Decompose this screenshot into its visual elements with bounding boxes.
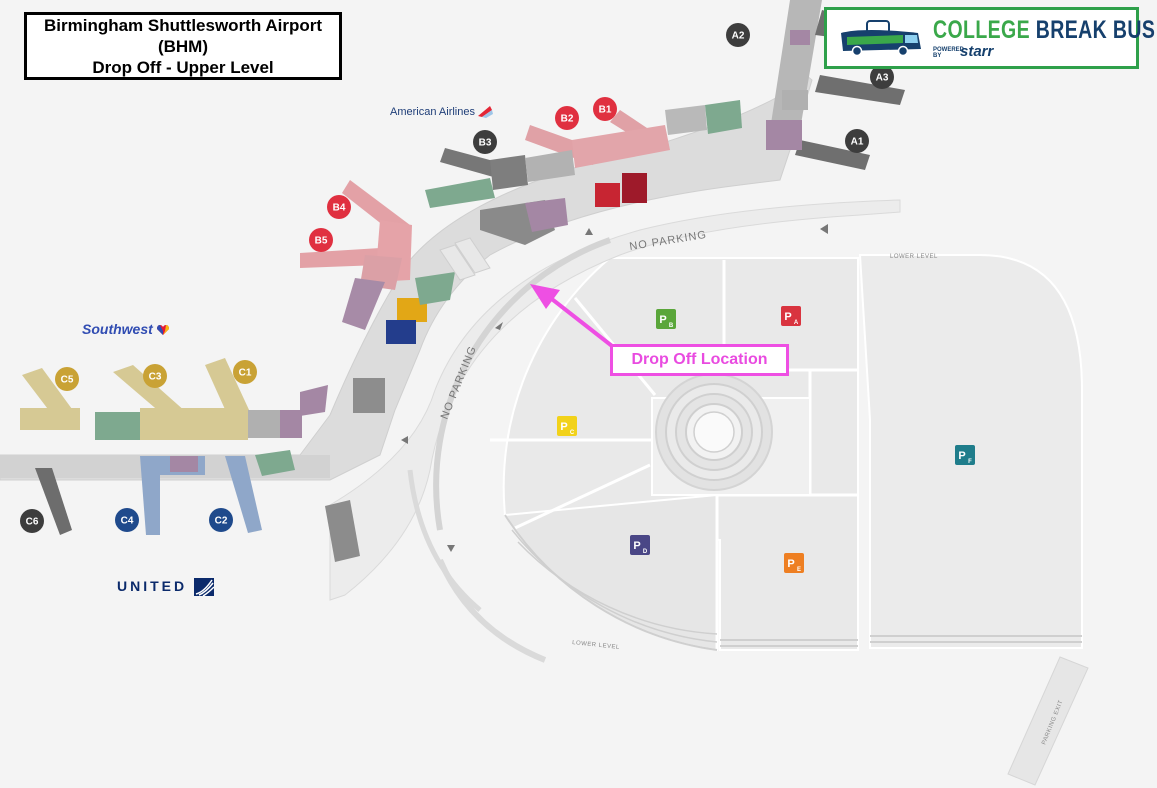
gate-circle bbox=[870, 65, 894, 89]
gate-circle bbox=[115, 508, 139, 532]
gate-circle bbox=[593, 97, 617, 121]
gate-marker-c2: C2 bbox=[209, 508, 233, 532]
parking-lot-letter: E bbox=[797, 567, 801, 573]
united-text: UNITED bbox=[117, 578, 188, 594]
gate-label: B1 bbox=[599, 105, 612, 116]
parking-icon bbox=[781, 306, 801, 326]
gate-marker-b4: B4 bbox=[327, 195, 351, 219]
gate-label: B5 bbox=[315, 236, 328, 247]
parking-letter-p: P bbox=[633, 540, 640, 552]
parking-letter-p: P bbox=[560, 421, 567, 433]
traffic-arrows bbox=[401, 224, 828, 552]
gate-label: C3 bbox=[149, 372, 162, 383]
lower-level-label-bottom: LOWER LEVEL bbox=[572, 640, 620, 651]
terminal-building bbox=[0, 0, 905, 562]
gate-marker-c5: C5 bbox=[55, 367, 79, 391]
gate-marker-c4: C4 bbox=[115, 508, 139, 532]
gate-label: C2 bbox=[215, 516, 228, 527]
parking-letter-p: P bbox=[659, 314, 666, 326]
american-airlines-eagle-icon bbox=[478, 106, 494, 119]
map-title-box: Birmingham Shuttlesworth Airport (BHM) D… bbox=[24, 12, 342, 80]
gate-label: C4 bbox=[121, 516, 134, 527]
parking-icon bbox=[656, 309, 676, 329]
lower-level-label-top: LOWER LEVEL bbox=[890, 254, 938, 260]
parking-icon bbox=[784, 553, 804, 573]
american-airlines-text: American Airlines bbox=[390, 106, 475, 118]
parking-icon bbox=[630, 535, 650, 555]
dropoff-arrow bbox=[530, 284, 614, 348]
gate-marker-b2: B2 bbox=[555, 106, 579, 130]
dropoff-location-label: Drop Off Location bbox=[610, 344, 789, 376]
college-break-bus-logo: COLLEGE BREAK BUS POWERED BY starr bbox=[824, 7, 1155, 69]
gate-label: A1 bbox=[851, 137, 864, 148]
gate-marker-a2: A2 bbox=[726, 23, 750, 47]
logo-brand-name: COLLEGE BREAK BUS bbox=[933, 16, 1155, 45]
gate-circle bbox=[327, 195, 351, 219]
southwest-text: Southwest bbox=[82, 321, 153, 337]
american-airlines-label: American Airlines bbox=[390, 106, 494, 119]
title-airport-code: (BHM) bbox=[157, 36, 209, 56]
parking-lot-letter: A bbox=[794, 320, 799, 326]
gate-circle bbox=[20, 509, 44, 533]
bus-icon bbox=[841, 20, 921, 57]
gate-marker-a3: A3 bbox=[870, 65, 894, 89]
gate-marker-b5: B5 bbox=[309, 228, 333, 252]
gate-circle bbox=[233, 360, 257, 384]
parking-lot-letter: D bbox=[643, 549, 648, 555]
gate-circle bbox=[143, 364, 167, 388]
united-globe-icon bbox=[194, 578, 215, 597]
parking-icon bbox=[955, 445, 975, 465]
gate-circle bbox=[845, 129, 869, 153]
gate-circle bbox=[209, 508, 233, 532]
gate-label: A3 bbox=[876, 73, 889, 84]
gate-circle bbox=[473, 130, 497, 154]
gate-circle bbox=[555, 106, 579, 130]
gate-label: A2 bbox=[732, 31, 745, 42]
parking-lot-letter: C bbox=[570, 430, 575, 436]
southwest-heart-icon bbox=[156, 325, 169, 336]
gate-label: C6 bbox=[26, 517, 39, 528]
gate-circle bbox=[55, 367, 79, 391]
southwest-label: Southwest bbox=[82, 321, 169, 337]
united-label: UNITED bbox=[117, 578, 215, 597]
parking-letter-p: P bbox=[958, 450, 965, 462]
parking-letter-p: P bbox=[784, 311, 791, 323]
gate-marker-c1: C1 bbox=[233, 360, 257, 384]
gate-label: B2 bbox=[561, 114, 574, 125]
gate-marker-a1: A1 bbox=[845, 129, 869, 153]
gate-label: B3 bbox=[479, 138, 492, 149]
parking-icon bbox=[557, 416, 577, 436]
title-airport-name: Birmingham Shuttlesworth Airport bbox=[44, 15, 322, 35]
gate-marker-b3: B3 bbox=[473, 130, 497, 154]
gate-label: C1 bbox=[239, 368, 252, 379]
logo-powered-by: POWERED BY bbox=[933, 47, 965, 59]
parking-letter-p: P bbox=[787, 558, 794, 570]
gate-circle bbox=[309, 228, 333, 252]
upper-roadway bbox=[329, 199, 901, 663]
gate-label: C5 bbox=[61, 375, 74, 386]
logo-college-text: COLLEGE bbox=[933, 16, 1030, 44]
title-level: Drop Off - Upper Level bbox=[92, 57, 274, 77]
gate-marker-b1: B1 bbox=[593, 97, 617, 121]
gate-circle bbox=[726, 23, 750, 47]
gate-marker-c6: C6 bbox=[20, 509, 44, 533]
logo-break-bus-text: BREAK BUS bbox=[1035, 16, 1156, 44]
gate-marker-c3: C3 bbox=[143, 364, 167, 388]
gate-label: B4 bbox=[333, 203, 346, 214]
parking-exit-road bbox=[1007, 656, 1089, 786]
parking-lot-letter: B bbox=[669, 323, 674, 329]
logo-starr-text: starr bbox=[960, 43, 994, 60]
parking-lot-letter: F bbox=[968, 459, 972, 465]
